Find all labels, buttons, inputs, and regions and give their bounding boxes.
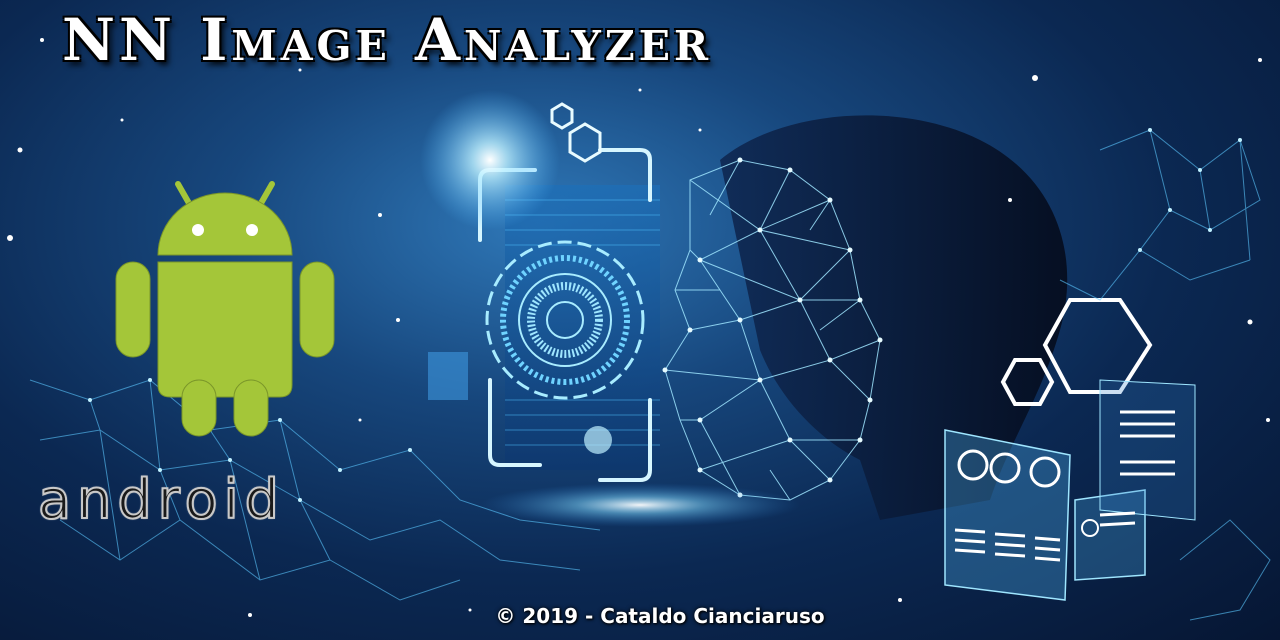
android-wordmark: android — [37, 467, 285, 532]
app-title: NN Image Analyzer — [62, 6, 713, 74]
face-mesh-nodes — [662, 157, 883, 498]
floor-glow — [480, 483, 800, 527]
hud-data-panel-icon — [944, 379, 1196, 601]
copyright-text: © 2019 - Cataldo Cianciaruso — [495, 604, 825, 628]
right-hexagons — [1000, 298, 1153, 406]
lens-flare — [420, 90, 560, 230]
data-block — [428, 352, 468, 400]
head-silhouette — [720, 115, 1068, 520]
hexagon-icon — [550, 102, 602, 163]
android-robot-icon — [115, 181, 335, 437]
star-dots — [7, 38, 1270, 617]
plexus-nodes — [88, 128, 1242, 502]
biometric-scanner-frame-icon — [478, 148, 660, 482]
